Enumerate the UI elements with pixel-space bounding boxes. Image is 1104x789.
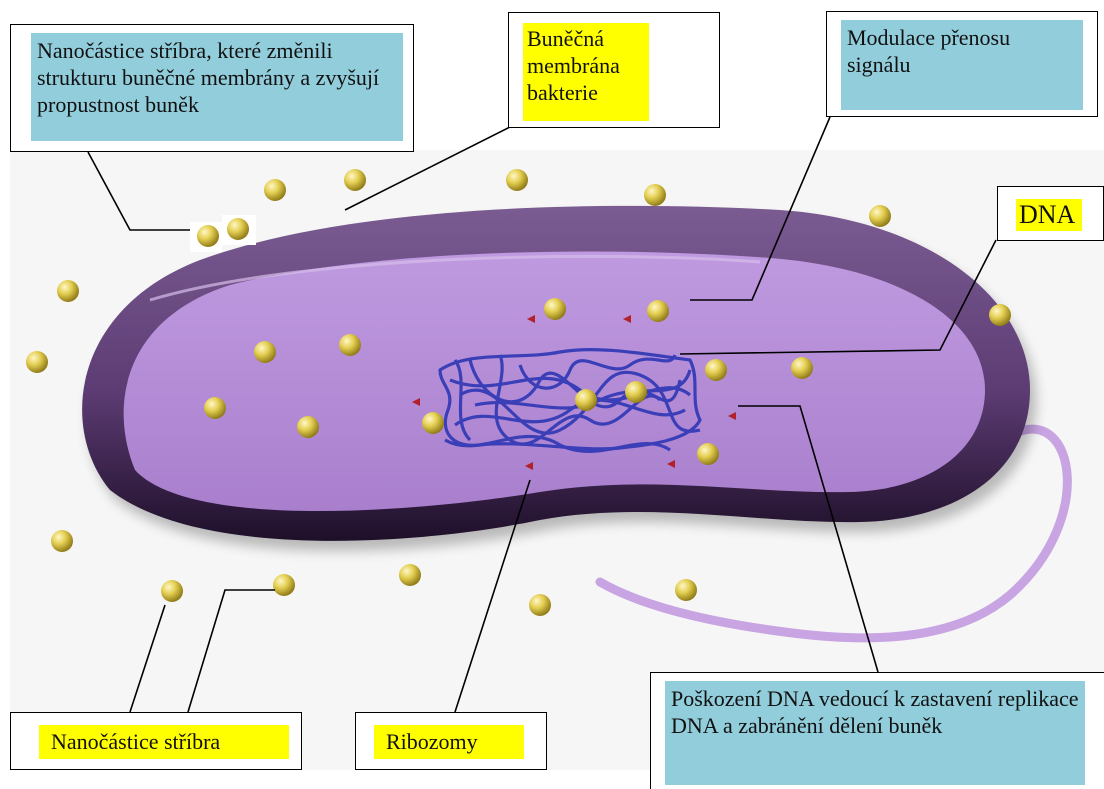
label-box-ribosomes: Ribozomy — [355, 712, 547, 770]
label-box-signal: Modulace přenosu signálu — [826, 11, 1098, 117]
label-box-dna-damage: Poškození DNA vedoucí k zastavení replik… — [650, 672, 1104, 789]
label-cell-membrane: Buněčná membrána bakterie — [523, 23, 649, 121]
cytoplasm — [124, 251, 985, 511]
label-silver-membrane: Nanočástice stříbra, které změnili struk… — [31, 33, 403, 141]
label-box-dna: DNA — [997, 186, 1104, 241]
label-dna-damage: Poškození DNA vedoucí k zastavení replik… — [665, 681, 1085, 785]
label-ribosomes: Ribozomy — [374, 725, 524, 759]
label-nanoparticles: Nanočástice stříbra — [39, 725, 289, 759]
label-box-cell-membrane: Buněčná membrána bakterie — [508, 12, 720, 128]
label-box-nanoparticles: Nanočástice stříbra — [10, 712, 302, 770]
label-dna: DNA — [1016, 199, 1082, 231]
label-box-silver-membrane: Nanočástice stříbra, které změnili struk… — [10, 24, 414, 152]
label-signal: Modulace přenosu signálu — [841, 20, 1083, 110]
